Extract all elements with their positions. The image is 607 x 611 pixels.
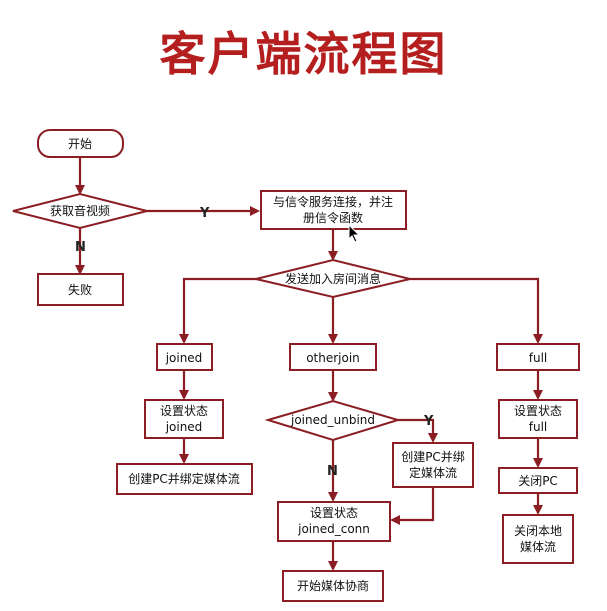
edge-label-no-media: N <box>75 240 86 255</box>
page-title: 客户端流程图 <box>159 27 448 81</box>
node-connect-label-1: 与信令服务连接，并注 <box>273 194 393 209</box>
node-joined-unbind[interactable]: joined_unbind <box>264 399 402 442</box>
node-create-pc-left[interactable]: 创建PC并绑定媒体流 <box>116 463 253 495</box>
node-send-join[interactable]: 发送加入房间消息 <box>255 258 411 299</box>
node-start-nego[interactable]: 开始媒体协商 <box>282 570 384 602</box>
node-set-conn[interactable]: 设置状态 joined_conn <box>277 501 391 542</box>
edge-send-to-full <box>410 277 543 344</box>
node-create-pc-left-label: 创建PC并绑定媒体流 <box>128 471 240 486</box>
node-fail[interactable]: 失败 <box>37 273 124 306</box>
node-start-nego-label: 开始媒体协商 <box>297 578 369 593</box>
node-close-local-label-2: 媒体流 <box>520 540 556 554</box>
edge-unbind-to-createpc-mid <box>398 418 438 443</box>
mouse-cursor-icon <box>348 223 361 243</box>
node-joined-unbind-label: joined_unbind <box>290 413 375 427</box>
node-close-local-label-1: 关闭本地 <box>514 524 562 538</box>
node-set-full[interactable]: 设置状态 full <box>498 399 578 439</box>
node-start[interactable]: 开始 <box>37 129 124 158</box>
node-full[interactable]: full <box>496 343 580 371</box>
edge-label-no-unbind: N <box>327 464 338 479</box>
node-set-joined-label-1: 设置状态 <box>160 404 208 418</box>
node-set-conn-label-1: 设置状态 <box>310 506 358 520</box>
edge-label-yes-media: Y <box>199 206 210 221</box>
node-close-pc[interactable]: 关闭PC <box>498 467 578 494</box>
node-joined-label: joined <box>165 351 203 365</box>
node-get-media-label: 获取音视频 <box>50 203 110 218</box>
node-create-pc-mid[interactable]: 创建PC并绑 定媒体流 <box>392 442 474 488</box>
node-get-media[interactable]: 获取音视频 <box>12 192 148 230</box>
edge-label-yes-unbind: Y <box>423 414 434 429</box>
edge-createpc-mid-to-setconn <box>390 487 435 525</box>
node-set-joined-label-2: joined <box>165 420 203 434</box>
node-connect-signal[interactable]: 与信令服务连接，并注 册信令函数 <box>260 190 407 230</box>
node-set-full-label-2: full <box>529 420 548 434</box>
node-close-pc-label: 关闭PC <box>518 474 558 488</box>
node-set-full-label-1: 设置状态 <box>514 404 562 418</box>
node-start-label: 开始 <box>68 137 92 151</box>
node-set-joined[interactable]: 设置状态 joined <box>144 399 224 439</box>
node-create-pc-mid-label-2: 定媒体流 <box>409 465 457 480</box>
edges <box>75 157 543 571</box>
node-otherjoin-label: otherjoin <box>306 351 360 365</box>
node-close-local[interactable]: 关闭本地 媒体流 <box>502 514 574 564</box>
node-fail-label: 失败 <box>68 282 92 297</box>
node-set-conn-label-2: joined_conn <box>297 522 370 536</box>
node-otherjoin[interactable]: otherjoin <box>289 343 377 371</box>
edge-send-to-joined <box>179 277 258 344</box>
node-full-label: full <box>529 351 548 365</box>
node-send-join-label: 发送加入房间消息 <box>285 271 381 286</box>
node-create-pc-mid-label-1: 创建PC并绑 <box>401 450 465 464</box>
node-joined[interactable]: joined <box>156 343 213 371</box>
node-connect-label-2: 册信令函数 <box>303 210 363 225</box>
